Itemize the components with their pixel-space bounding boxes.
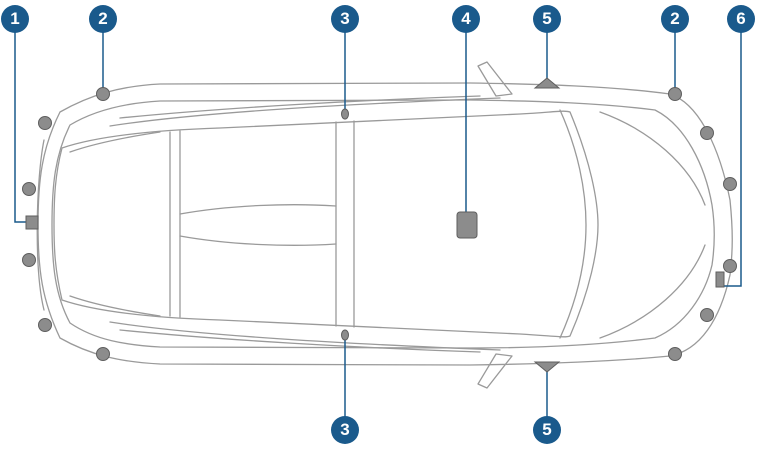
ultrasonic-sensor bbox=[700, 126, 714, 140]
ultrasonic-sensor bbox=[38, 318, 52, 332]
ultrasonic-sensor bbox=[22, 253, 36, 267]
callout-2-left: 2 bbox=[89, 5, 117, 33]
ultrasonic-sensor bbox=[668, 347, 682, 361]
leader-line-1 bbox=[14, 32, 26, 223]
mirror-bottom bbox=[477, 353, 513, 389]
ultrasonic-sensor bbox=[38, 116, 52, 130]
car-body-outline bbox=[37, 82, 733, 366]
callout-3-bottom: 3 bbox=[331, 416, 359, 444]
front-radar bbox=[715, 271, 725, 288]
pillar-camera bbox=[341, 329, 349, 341]
sill-line bbox=[119, 95, 481, 353]
ultrasonic-sensor bbox=[723, 259, 737, 273]
leader-line-6 bbox=[724, 32, 742, 287]
ultrasonic-sensor bbox=[22, 182, 36, 196]
repeater-camera bbox=[533, 361, 561, 373]
repeater-camera bbox=[533, 77, 561, 89]
mirror-top bbox=[477, 61, 513, 97]
ultrasonic-sensor bbox=[668, 87, 682, 101]
roof-panel-line bbox=[179, 204, 337, 246]
ultrasonic-sensor bbox=[700, 308, 714, 322]
ultrasonic-sensor bbox=[723, 177, 737, 191]
callout-3-top: 3 bbox=[331, 5, 359, 33]
sill-line bbox=[109, 97, 501, 351]
interior-camera bbox=[456, 211, 478, 239]
rear-glass-outline bbox=[69, 131, 161, 317]
hood-line bbox=[599, 111, 706, 339]
callout-2-right: 2 bbox=[661, 5, 689, 33]
callout-6: 6 bbox=[727, 5, 755, 33]
car-body-inner-line bbox=[51, 99, 715, 349]
callout-5-bottom: 5 bbox=[533, 416, 561, 444]
callout-5-top: 5 bbox=[533, 5, 561, 33]
ultrasonic-sensor bbox=[96, 347, 110, 361]
pillar-camera bbox=[341, 108, 349, 120]
windscreen-edge bbox=[559, 109, 587, 339]
callout-1: 1 bbox=[1, 5, 29, 33]
callout-4: 4 bbox=[452, 5, 480, 33]
glass-roof-outline bbox=[53, 110, 599, 338]
rear-camera bbox=[25, 215, 39, 230]
ultrasonic-sensor bbox=[96, 87, 110, 101]
